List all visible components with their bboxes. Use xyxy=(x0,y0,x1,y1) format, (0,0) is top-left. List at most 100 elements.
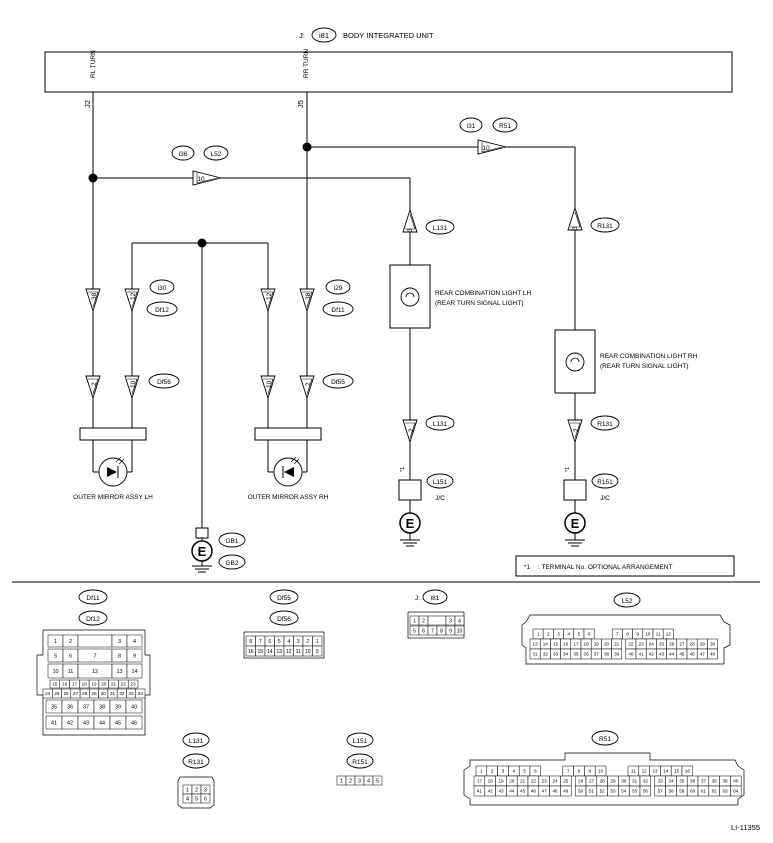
pin-number: 20 xyxy=(604,642,610,647)
pin-number: 3 xyxy=(358,778,361,784)
pin-number: 28 xyxy=(82,691,88,696)
pin-number: 32 xyxy=(643,779,649,784)
pin-number: 18 xyxy=(584,642,590,647)
pin-number: 25 xyxy=(563,779,569,784)
pin-cell xyxy=(125,715,143,730)
pin-number: 3 xyxy=(449,618,452,624)
svg-text:R51: R51 xyxy=(599,736,611,743)
svg-text:Df12: Df12 xyxy=(86,616,100,623)
pin-number: 6 xyxy=(268,639,271,645)
pin-number: 4 xyxy=(567,632,570,637)
connector-i31-r51: 10 i31 R51 xyxy=(459,117,518,155)
connector-l131-lower: 2 L131 xyxy=(402,415,455,443)
svg-text:REAR COMBINATION LIGHT RH: REAR COMBINATION LIGHT RH xyxy=(600,353,698,360)
pin-number: 38 xyxy=(604,652,610,657)
svg-text:2: 2 xyxy=(408,428,415,432)
pin-number: 7 xyxy=(93,653,96,659)
pin-number: 1 xyxy=(537,632,540,637)
pin-number: 14 xyxy=(543,642,549,647)
pin-number: 44 xyxy=(509,789,515,794)
svg-text:i81: i81 xyxy=(319,31,329,40)
svg-text:L151: L151 xyxy=(433,479,448,486)
pin-number: 37 xyxy=(83,704,89,710)
svg-text:L151: L151 xyxy=(353,738,368,745)
pin-number: 4 xyxy=(186,796,189,802)
svg-text:Df12: Df12 xyxy=(155,307,169,314)
pin-cell xyxy=(312,645,323,657)
svg-text:Df56: Df56 xyxy=(277,616,291,623)
pin-number: 42 xyxy=(67,720,73,726)
pin-number: 10 xyxy=(457,628,463,634)
pin-number: 4 xyxy=(287,639,290,645)
connector-df56: 2 10 Df56 xyxy=(85,373,180,399)
pin-number: 1 xyxy=(480,769,483,774)
svg-text:2: 2 xyxy=(91,382,98,386)
svg-text:38: 38 xyxy=(91,292,98,300)
pin-number: 4 xyxy=(367,778,370,784)
svg-text:REAR COMBINATION LIGHT LH: REAR COMBINATION LIGHT LH xyxy=(435,290,531,297)
pin-number: 40 xyxy=(733,779,739,784)
pin-number: 24 xyxy=(649,642,655,647)
pin-number: 20 xyxy=(101,682,107,687)
connector-i30-df12: 38 12 i30 Df12 xyxy=(85,279,178,317)
pin-number: 63 xyxy=(722,789,728,794)
svg-text:Df56: Df56 xyxy=(157,379,171,386)
svg-text:J/C: J/C xyxy=(600,495,610,502)
pin-number: 9 xyxy=(449,628,452,634)
pin-number: 15 xyxy=(52,682,58,687)
pin-number: 27 xyxy=(589,779,595,784)
pin-cell xyxy=(730,785,742,797)
pin-cell xyxy=(611,648,623,660)
svg-text:*1: *1 xyxy=(524,564,531,571)
pin-cell xyxy=(454,615,465,626)
pin-number: 13 xyxy=(116,669,122,675)
pin-cell xyxy=(77,634,113,648)
pin-number: 1 xyxy=(186,787,189,793)
pin-number: 5 xyxy=(278,639,281,645)
pin-number: 27 xyxy=(679,642,685,647)
pin-number: 14 xyxy=(131,669,137,675)
pin-cell xyxy=(372,775,383,786)
pin-number: 16 xyxy=(685,769,691,774)
pin-number: 40 xyxy=(628,652,634,657)
svg-text:3: 3 xyxy=(572,226,579,230)
pin-cell xyxy=(125,699,143,714)
pin-number: 1 xyxy=(413,618,416,624)
pin-number: 22 xyxy=(121,682,127,687)
pin-number: 47 xyxy=(700,652,706,657)
pin-number: 56 xyxy=(643,789,649,794)
joint-connector-rh: *1 E R151 J/C xyxy=(563,467,619,547)
pin-number: 1 xyxy=(316,639,319,645)
note-box: *1 : TERMINAL No. OPTIONAL ARRANGEMENT xyxy=(515,555,735,577)
pin-number: 9 xyxy=(316,649,319,655)
pin-number: 8 xyxy=(578,769,581,774)
svg-text:J/C: J/C xyxy=(435,495,445,502)
pin-number: 11 xyxy=(296,649,301,655)
pin-number: 19 xyxy=(498,779,504,784)
joint-connector-lh: *1 E L151 J/C xyxy=(398,467,454,547)
pin-cell xyxy=(135,688,146,699)
pin-cell xyxy=(427,615,447,626)
pin-number: 19 xyxy=(91,682,97,687)
pin-number: 16 xyxy=(248,649,254,655)
pin-number: 8 xyxy=(118,653,121,659)
pin-number: 46 xyxy=(690,652,696,657)
pin-number: 19 xyxy=(594,642,600,647)
pin-number: 34 xyxy=(668,779,674,784)
svg-text:i36: i36 xyxy=(179,151,188,158)
pin-number: 42 xyxy=(649,652,655,657)
pin-number: 27 xyxy=(73,691,79,696)
pin-number: 4 xyxy=(458,618,461,624)
pin-number: 12 xyxy=(642,769,648,774)
pin-number: 4 xyxy=(513,769,516,774)
pin-number: 43 xyxy=(83,720,89,726)
pin-number: 30 xyxy=(101,691,107,696)
pin-number: 29 xyxy=(700,642,706,647)
pin-number: 2 xyxy=(349,778,352,784)
pin-number: 30 xyxy=(710,642,716,647)
rr-turn-label: RR TURN xyxy=(303,49,310,78)
pin-number: 5 xyxy=(523,769,526,774)
